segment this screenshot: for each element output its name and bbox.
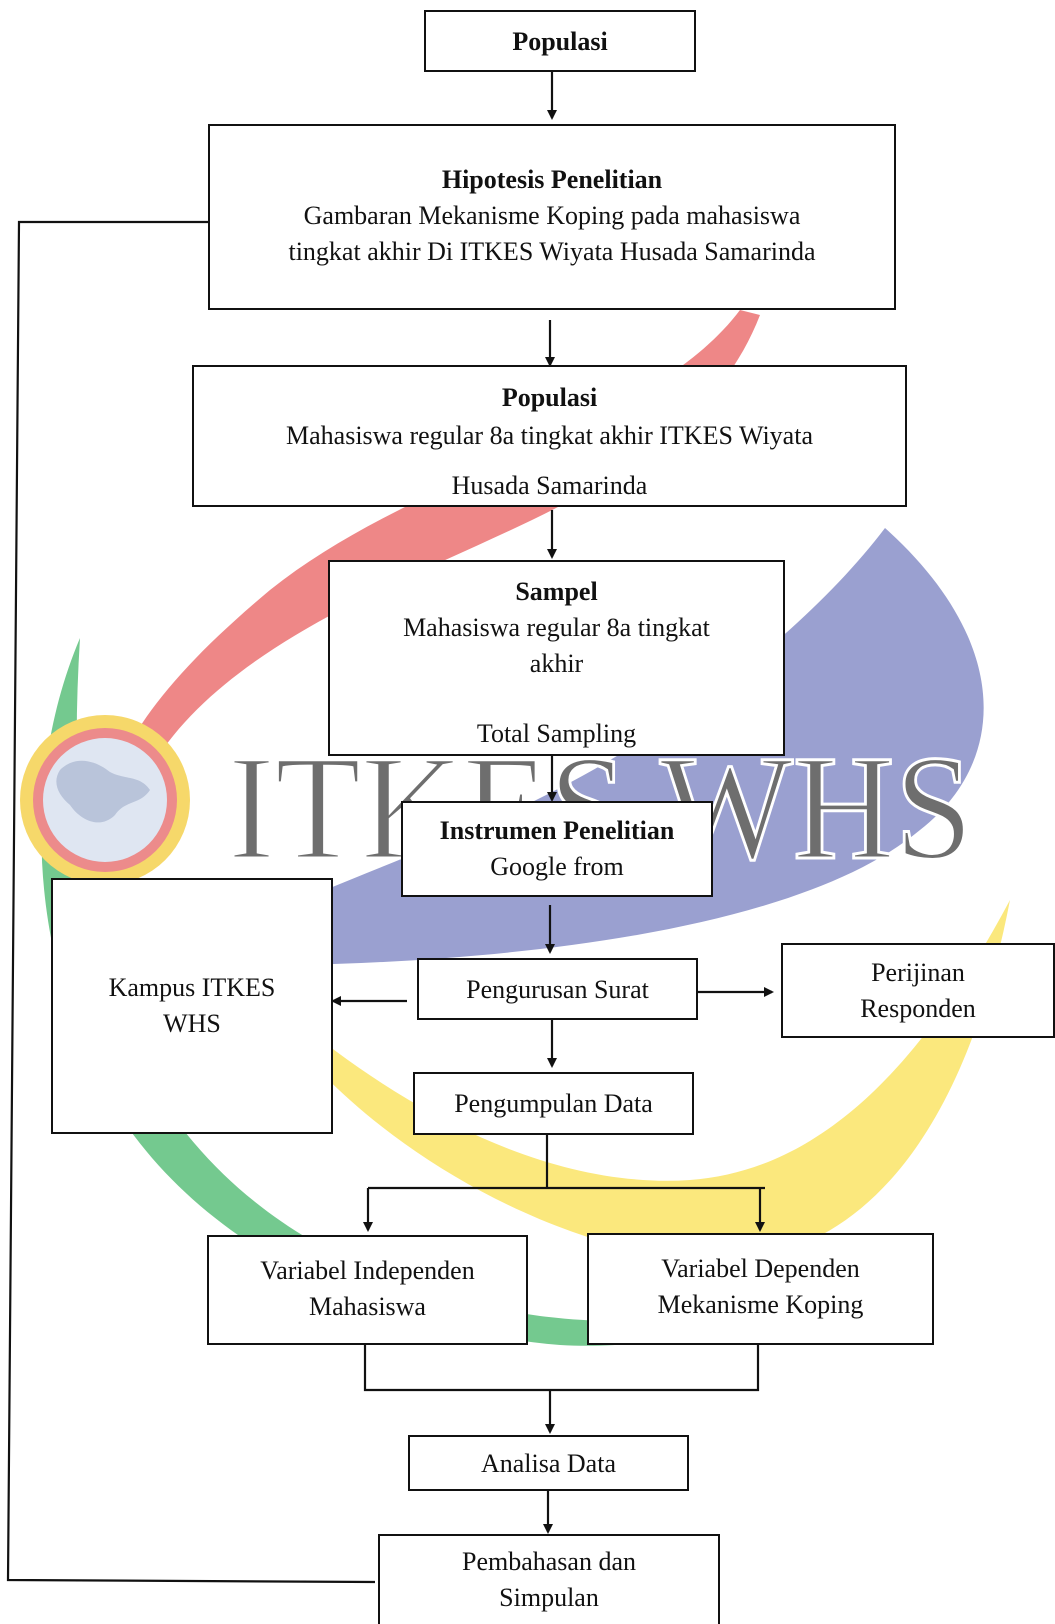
var-dependen-box: Variabel Dependen Mekanisme Koping <box>587 1233 934 1345</box>
var-independen-line-1: Variabel Independen <box>260 1256 475 1285</box>
analisa-box: Analisa Data <box>408 1435 689 1491</box>
var-independen-line-2: Mahasiswa <box>309 1292 426 1321</box>
populasi-top-box: Populasi <box>424 10 696 72</box>
hipotesis-title: Hipotesis Penelitian <box>441 165 663 194</box>
var-independen-box: Variabel Independen Mahasiswa <box>207 1235 528 1345</box>
logo-yellow-crescent <box>250 900 1010 1262</box>
kampus-line-1: Kampus ITKES <box>108 973 276 1002</box>
pengurusan-box: Pengurusan Surat <box>417 958 698 1020</box>
pembahasan-line-1: Pembahasan dan <box>461 1547 636 1576</box>
instrumen-line-1: Google from <box>490 852 624 881</box>
populasi-line-1: Mahasiswa regular 8a tingkat akhir ITKES… <box>286 421 813 450</box>
logo-green-arc <box>41 638 680 1346</box>
var-dependen-line-1: Variabel Dependen <box>661 1254 860 1283</box>
perijinan-line-2: Responden <box>860 994 976 1023</box>
populasi-title: Populasi <box>501 383 598 412</box>
kampus-box: Kampus ITKES WHS <box>51 878 333 1134</box>
pengumpulan-box: Pengumpulan Data <box>413 1072 694 1135</box>
populasi-box: Populasi Mahasiswa regular 8a tingkat ak… <box>192 365 907 507</box>
pengurusan-line-1: Pengurusan Surat <box>466 975 649 1004</box>
populasi-top-title: Populasi <box>512 27 608 56</box>
kampus-line-2: WHS <box>163 1009 221 1038</box>
perijinan-box: Perijinan Responden <box>781 943 1055 1038</box>
sampel-line-2: akhir <box>529 649 584 678</box>
populasi-line-2: Husada Samarinda <box>451 471 648 500</box>
perijinan-line-1: Perijinan <box>871 958 965 987</box>
var-dependen-line-2: Mekanisme Koping <box>657 1290 864 1319</box>
hipotesis-line-1: Gambaran Mekanisme Koping pada mahasiswa <box>303 201 801 230</box>
hipotesis-line-2: tingkat akhir Di ITKES Wiyata Husada Sam… <box>288 237 816 266</box>
pengumpulan-line-1: Pengumpulan Data <box>454 1089 653 1118</box>
logo-globe-land <box>56 760 150 823</box>
pembahasan-line-2: Simpulan <box>499 1583 599 1612</box>
sampel-box: Sampel Mahasiswa regular 8a tingkat akhi… <box>328 560 785 756</box>
instrumen-box: Instrumen Penelitian Google from <box>401 801 713 897</box>
instrumen-title: Instrumen Penelitian <box>439 816 675 845</box>
sampel-line-3: Total Sampling <box>476 719 637 748</box>
merge-bracket <box>363 1345 760 1392</box>
sampel-line-1: Mahasiswa regular 8a tingkat <box>403 613 710 642</box>
pembahasan-box: Pembahasan dan Simpulan <box>378 1534 720 1624</box>
sampel-title: Sampel <box>515 577 598 606</box>
analisa-line-1: Analisa Data <box>480 1449 616 1478</box>
hipotesis-box: Hipotesis Penelitian Gambaran Mekanisme … <box>208 124 896 310</box>
feedback-line <box>6 220 376 1584</box>
